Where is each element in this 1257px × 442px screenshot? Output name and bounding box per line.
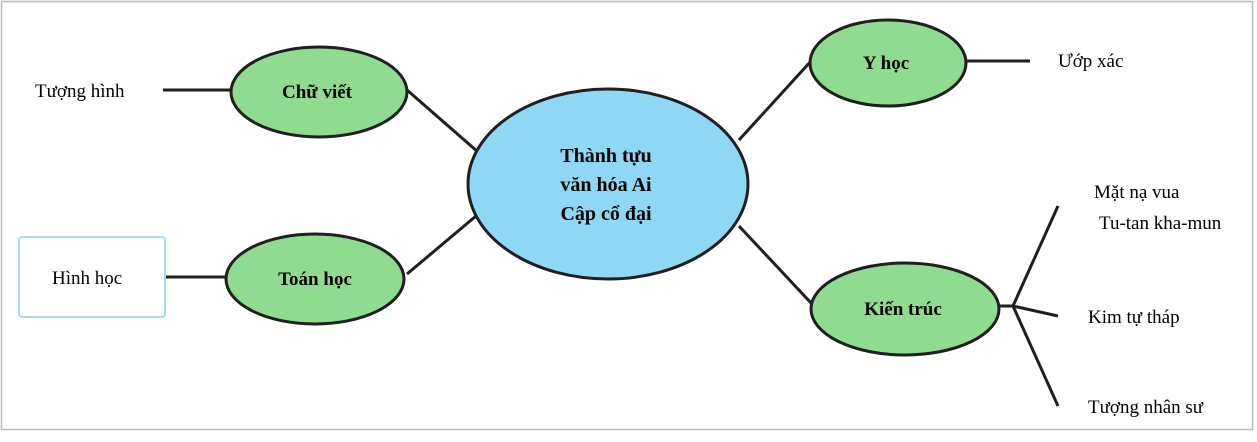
- hinh-hoc-label: Hình học: [52, 268, 122, 289]
- kien-truc-label: Kiến trúc: [864, 299, 942, 320]
- center-node: [466, 87, 750, 281]
- chu-viet-label: Chữ viết: [282, 82, 353, 103]
- connectors: [163, 58, 1060, 407]
- tuong-hinh-label: Tượng hình: [35, 81, 125, 102]
- toan-hoc-label: Toán học: [278, 269, 352, 290]
- connector-center-toan-hoc: [406, 214, 477, 276]
- mat-na-label-line-1: Mặt nạ vua: [1094, 182, 1180, 203]
- toan-hoc-node: [224, 232, 406, 326]
- connector-kien-truc-tuong-nhan-su: [1011, 305, 1060, 407]
- y-hoc-label: Y học: [863, 53, 909, 74]
- connector-center-y-hoc: [737, 58, 814, 142]
- kim-tu-thap-label: Kim tự tháp: [1088, 307, 1180, 328]
- chu-viet-node: [229, 45, 409, 139]
- uop-xac-label: Ướp xác: [1058, 51, 1123, 72]
- center-title-line-1: Thành tựu: [560, 145, 652, 167]
- hinh-hoc-highlight-box: [18, 236, 166, 318]
- kien-truc-node: [809, 261, 1001, 357]
- y-hoc-node: [808, 18, 968, 108]
- connector-center-kien-truc: [737, 224, 814, 306]
- connector-kien-truc-mat-na: [1011, 205, 1060, 307]
- center-title-line-3: Cập cổ đại: [560, 203, 652, 225]
- tuong-nhan-su-label: Tượng nhân sư: [1088, 397, 1204, 418]
- diagram-frame: [0, 0, 1254, 431]
- connector-kien-truc-kim-tu-thap: [1012, 304, 1059, 318]
- mat-na-label-line-2: Tu-tan kha-mun: [1099, 213, 1222, 234]
- center-title-line-2: văn hóa Ai: [560, 174, 652, 196]
- connector-center-chu-viet: [406, 88, 479, 154]
